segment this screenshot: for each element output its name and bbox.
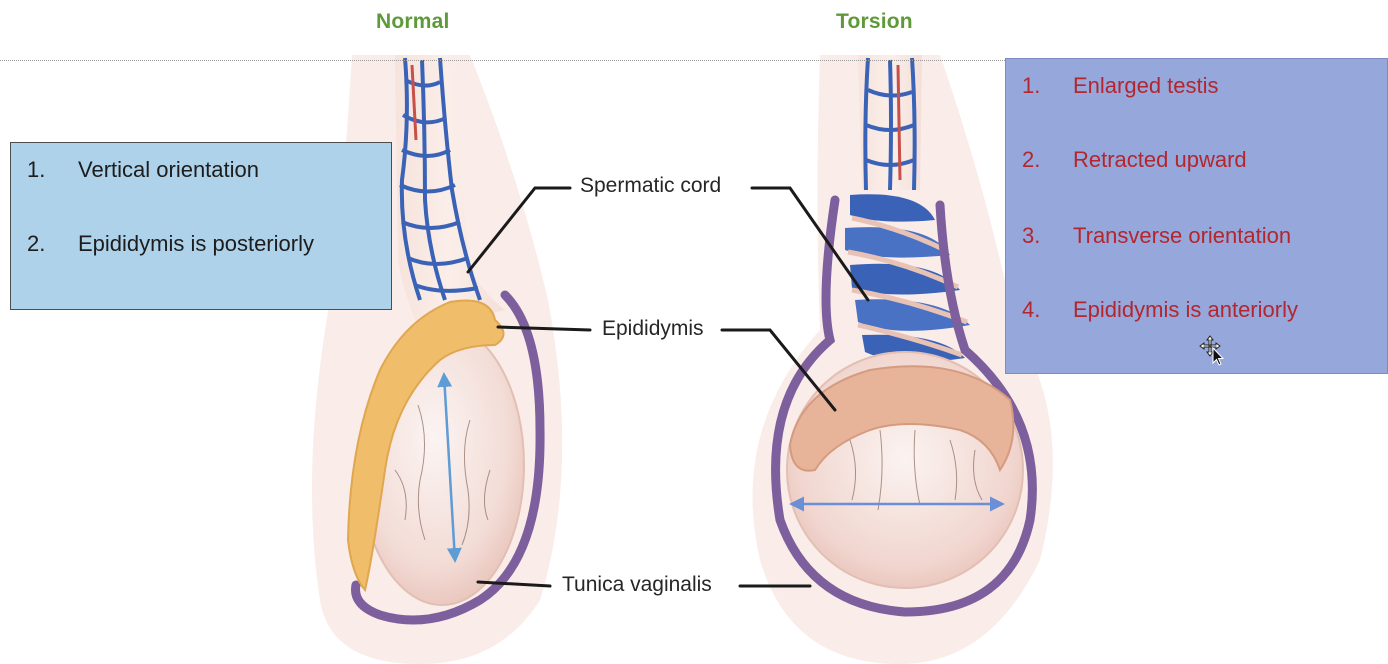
label-tunica-vaginalis: Tunica vaginalis (562, 573, 712, 597)
list-number: 4. (1022, 297, 1040, 323)
list-text: Enlarged testis (1073, 73, 1219, 99)
list-text: Epididymis is anteriorly (1073, 297, 1298, 323)
normal-heading: Normal (376, 10, 450, 34)
list-text: Transverse orientation (1073, 223, 1291, 249)
torsion-features-box: 1. Enlarged testis 2. Retracted upward 3… (1005, 58, 1388, 374)
list-number: 2. (1022, 147, 1040, 173)
move-cursor-icon (1198, 334, 1230, 366)
torsion-heading: Torsion (836, 10, 913, 34)
label-epididymis: Epididymis (602, 317, 704, 341)
list-number: 3. (1022, 223, 1040, 249)
list-number: 1. (1022, 73, 1040, 99)
list-number: 1. (27, 157, 45, 183)
normal-features-box: 1. Vertical orientation 2. Epididymis is… (10, 142, 392, 310)
list-text: Vertical orientation (78, 157, 259, 183)
list-text: Retracted upward (1073, 147, 1247, 173)
list-text: Epididymis is posteriorly (78, 231, 314, 257)
dotted-divider (0, 60, 1005, 61)
list-number: 2. (27, 231, 45, 257)
label-spermatic-cord: Spermatic cord (580, 174, 721, 198)
